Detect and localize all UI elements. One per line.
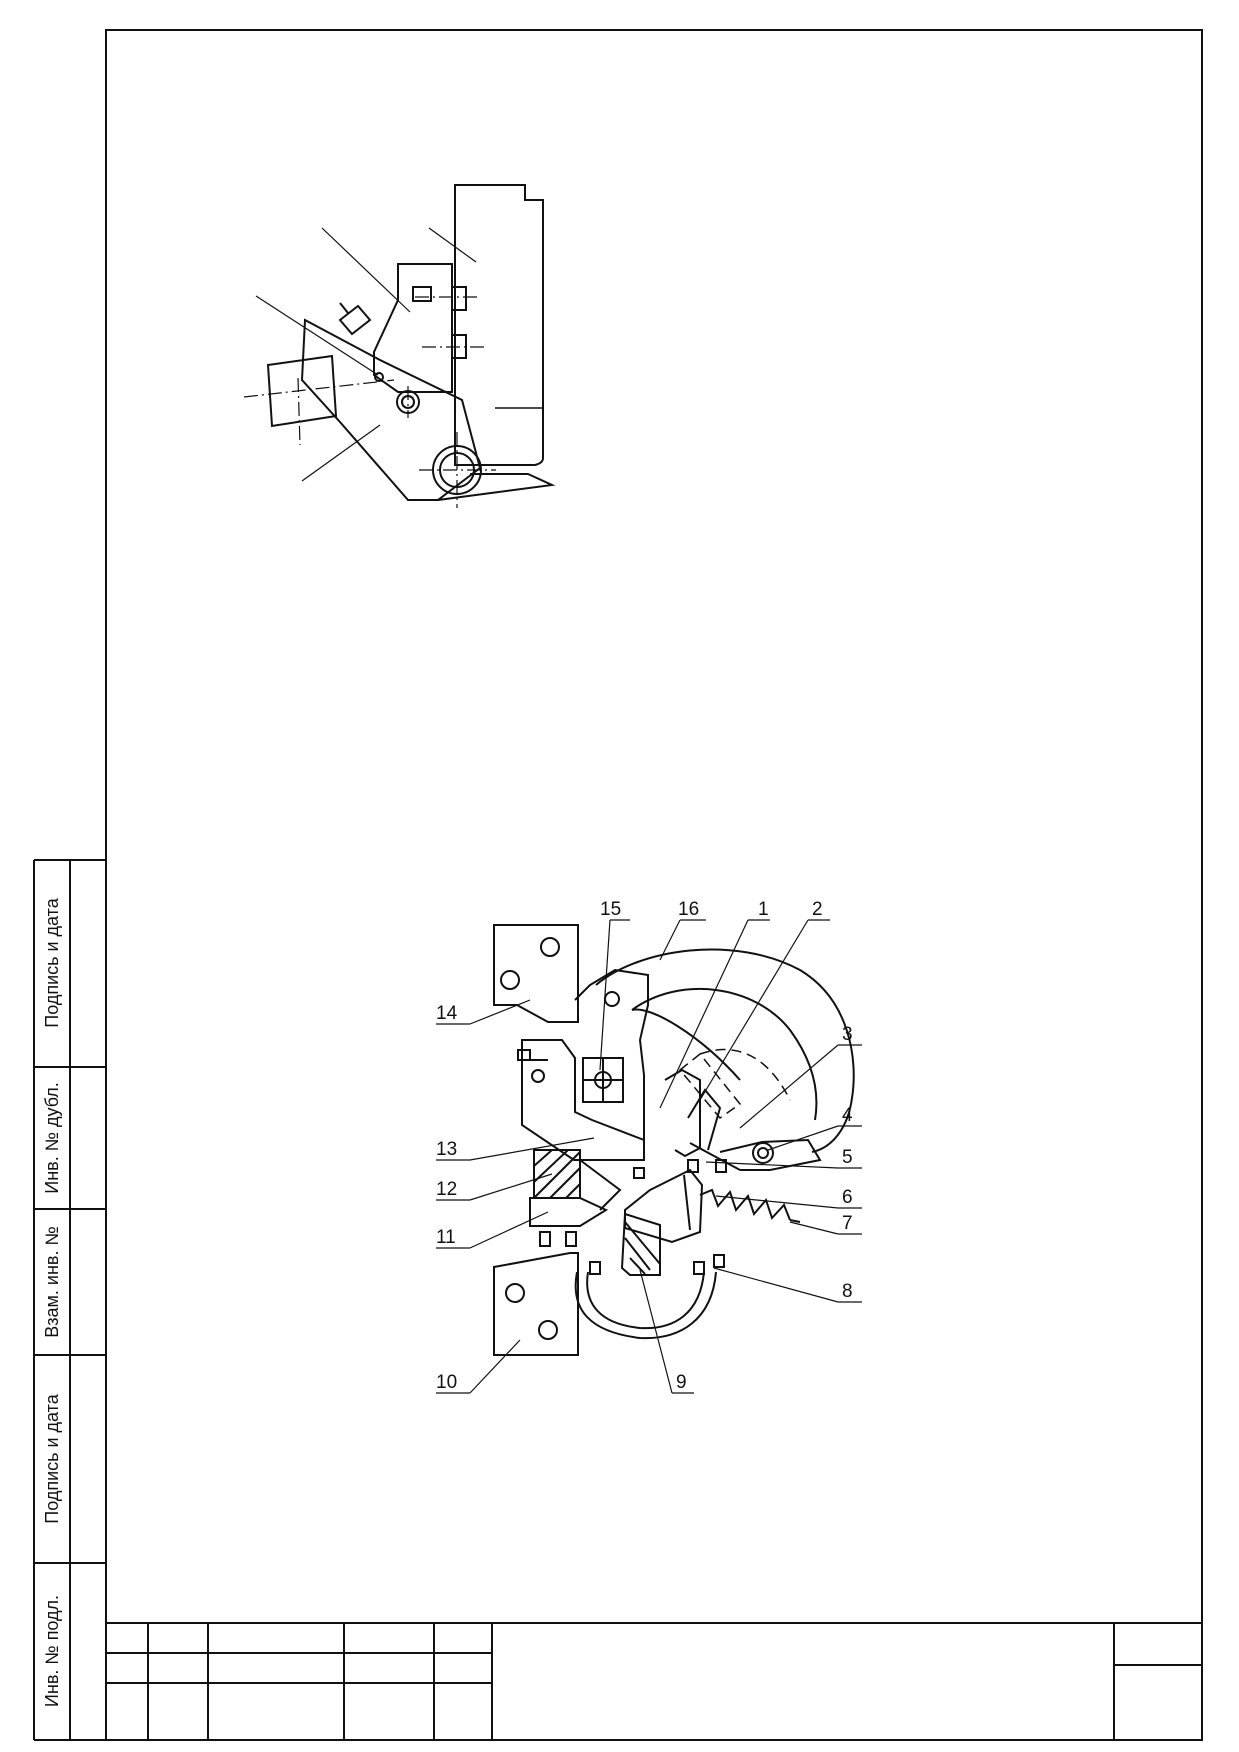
side-label-dup-inv: Инв. № дубл.	[42, 1082, 62, 1193]
figure-2-mechanism	[493, 924, 855, 1356]
callout-3: 3	[842, 1024, 853, 1045]
callout-4: 4	[842, 1105, 853, 1126]
side-stamp	[33, 859, 106, 1741]
figure-1-leaders	[255, 227, 477, 482]
figure-2-dashed-parts	[678, 1048, 791, 1120]
callout-5: 5	[842, 1147, 853, 1168]
callout-9: 9	[676, 1372, 687, 1393]
side-label-replace-inv: Взам. инв. №	[42, 1226, 62, 1338]
side-label-orig-inv: Инв. № подл.	[42, 1595, 62, 1707]
callout-6: 6	[842, 1187, 853, 1208]
callout-13: 13	[436, 1139, 457, 1160]
callout-14: 14	[436, 1003, 458, 1024]
side-label-signature-1: Подпись и дата	[42, 897, 62, 1027]
side-stamp-labels: Подпись и дата Инв. № дубл. Взам. инв. №…	[42, 897, 62, 1707]
sheet-frame	[105, 29, 1203, 1741]
figure-2-callouts: 1 2 3 4 5 6 7 8 9 10 11 12 13 14 15 16	[436, 899, 853, 1393]
callout-2: 2	[812, 899, 823, 920]
callout-15: 15	[600, 899, 621, 920]
side-label-signature-2: Подпись и дата	[42, 1393, 62, 1523]
callout-10: 10	[436, 1372, 457, 1393]
callout-16: 16	[678, 899, 699, 920]
figure-1-centerlines	[243, 296, 496, 508]
callout-12: 12	[436, 1179, 457, 1200]
figure-2-leaders	[436, 919, 862, 1394]
callout-7: 7	[842, 1213, 853, 1234]
callout-1: 1	[758, 899, 769, 920]
callout-8: 8	[842, 1281, 853, 1302]
title-block	[106, 1622, 1202, 1740]
callout-11: 11	[436, 1227, 456, 1248]
figure-1-assembly	[266, 184, 556, 501]
